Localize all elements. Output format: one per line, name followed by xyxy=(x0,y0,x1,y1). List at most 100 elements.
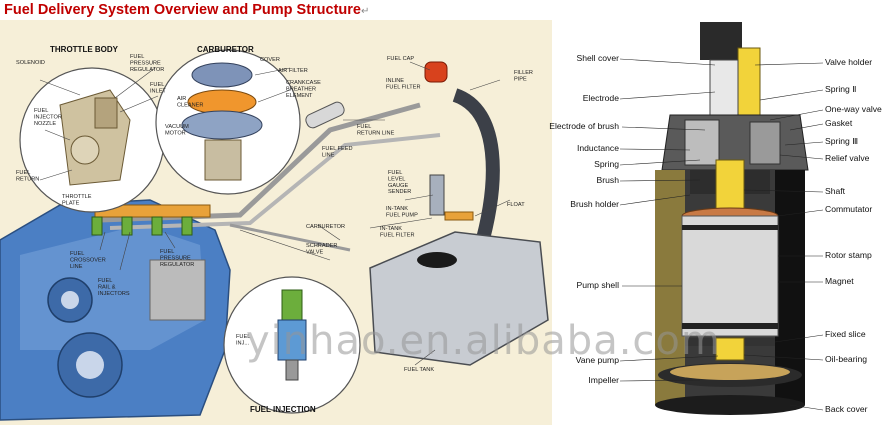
in-tank-pump-shape xyxy=(429,174,445,216)
fuel-rail xyxy=(91,204,211,236)
label-line: AIR xyxy=(177,96,186,102)
label-line: PIPE xyxy=(514,76,527,82)
label-air-filter: AIR FILTER xyxy=(278,68,308,74)
label-line: VACUUM xyxy=(165,124,189,130)
label-line: FUEL xyxy=(34,108,48,114)
label-line: INLET xyxy=(150,88,166,94)
pump-label-left: Pump shell xyxy=(576,280,619,290)
label-line: INLINE xyxy=(386,78,404,84)
label-line: PLATE xyxy=(62,200,80,206)
label-line: SENDER xyxy=(388,189,411,195)
pump-label-right: Fixed slice xyxy=(825,329,866,339)
label-line: FUEL xyxy=(150,82,164,88)
label-line: INJECTOR xyxy=(34,114,62,120)
throttle-body-inset xyxy=(19,67,165,213)
label-line: THROTTLE xyxy=(62,194,92,200)
label-line: REGULATOR xyxy=(130,67,164,73)
label-line: LINE xyxy=(70,264,83,270)
label-line: IN-TANK xyxy=(386,206,408,212)
label-line: RAIL & xyxy=(98,284,116,290)
label-line: FUEL xyxy=(236,334,250,340)
label-solenoid: SOLENOID xyxy=(16,60,45,66)
pump-label-right: Magnet xyxy=(825,276,854,286)
pump-leader-lines xyxy=(619,58,824,411)
label-line: PRESSURE xyxy=(130,60,161,66)
rotor-shape xyxy=(681,215,779,337)
label-float: FLOAT xyxy=(507,202,525,208)
label-carburetor: CARBURETOR xyxy=(306,224,345,230)
heading-throttle-body: THROTTLE BODY xyxy=(50,45,119,54)
pump-label-right: Gasket xyxy=(825,118,853,128)
float-shape xyxy=(444,211,474,221)
label-line: INJ... xyxy=(236,340,249,346)
fuel-system-diagram: THROTTLE BODY CARBURETOR FUEL INJECTION … xyxy=(0,20,552,425)
pump-label-right: Rotor stamp xyxy=(825,250,872,260)
pump-label-left: Brush holder xyxy=(570,199,619,209)
label-line: BREATHER xyxy=(286,86,316,92)
label-line: LEVEL xyxy=(388,176,405,182)
label-line: FUEL xyxy=(98,278,112,284)
pump-label-left: Inductance xyxy=(577,143,619,153)
pump-label-right: Shaft xyxy=(825,186,846,196)
label-line: FUEL xyxy=(357,124,371,130)
label-line: PRESSURE xyxy=(160,255,191,261)
label-line: MOTOR xyxy=(165,130,186,136)
label-line: FUEL xyxy=(130,54,144,60)
pump-label-right: Back cover xyxy=(825,404,868,414)
label-line: FUEL xyxy=(16,170,30,176)
label-line: REGULATOR xyxy=(160,262,194,268)
pump-label-left: Impeller xyxy=(588,375,619,385)
pump-label-right: One-way valve xyxy=(825,104,882,114)
pump-label-right: Valve holder xyxy=(825,57,872,67)
label-line: NOZZLE xyxy=(34,121,56,127)
label-line: CRANKCASE xyxy=(286,80,321,86)
label-line: FUEL xyxy=(160,249,174,255)
label-line: FUEL FILTER xyxy=(380,232,415,238)
pump-label-right: Oil-bearing xyxy=(825,354,867,364)
pump-body xyxy=(655,159,805,415)
callout-lines xyxy=(39,61,511,366)
pump-label-right: Spring Ⅲ xyxy=(825,136,858,146)
label-line: FUEL xyxy=(70,251,84,257)
heading-carburetor: CARBURETOR xyxy=(197,45,254,54)
pump-label-left: Spring xyxy=(594,159,619,169)
label-cover: COVER xyxy=(260,57,280,63)
label-line: FUEL FILTER xyxy=(386,84,421,90)
fuel-cap-shape xyxy=(424,61,448,83)
pump-label-left: Electrode of brush xyxy=(549,121,619,131)
fuel-tank xyxy=(369,174,549,366)
label-line: VALVE xyxy=(306,249,323,255)
pump-label-left: Shell cover xyxy=(576,53,619,63)
engine-block xyxy=(0,199,231,421)
heading-fuel-injection: FUEL INJECTION xyxy=(250,405,316,414)
pump-label-left: Vane pump xyxy=(576,355,620,365)
inline-fuel-filter xyxy=(305,101,345,129)
label-line: RETURN LINE xyxy=(357,130,395,136)
label-line: SCHRADER xyxy=(306,243,337,249)
label-line: CROSSOVER xyxy=(70,257,106,263)
carburetor-inset xyxy=(155,49,301,195)
pump-label-right: Commutator xyxy=(825,204,872,214)
label-line: RETURN xyxy=(16,176,39,182)
label-fuel-cap: FUEL CAP xyxy=(387,56,414,62)
fuel-injection-inset xyxy=(223,276,361,414)
label-line: FUEL xyxy=(388,170,402,176)
